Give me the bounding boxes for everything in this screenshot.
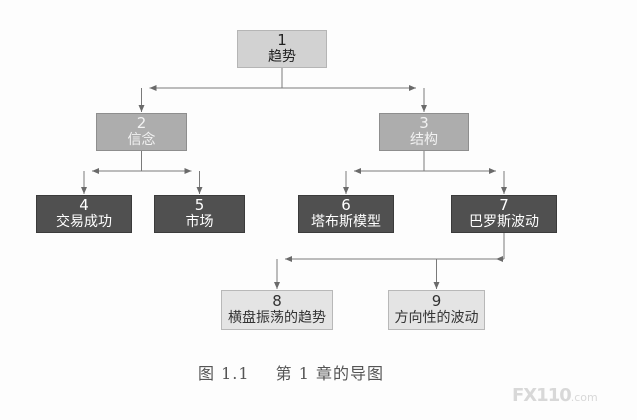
node-9: 9 方向性的波动: [388, 290, 485, 330]
node-3: 3 结构: [379, 113, 469, 151]
node-1-label: 趋势: [268, 49, 296, 65]
node-4-label: 交易成功: [56, 214, 112, 230]
node-2-number: 2: [136, 114, 147, 132]
watermark: FX110.com: [512, 385, 598, 406]
node-3-label: 结构: [410, 132, 438, 148]
node-5: 5 市场: [154, 195, 245, 233]
node-4: 4 交易成功: [36, 195, 132, 233]
node-1-number: 1: [277, 31, 287, 49]
node-5-number: 5: [194, 196, 205, 214]
node-6-number: 6: [341, 196, 351, 214]
node-5-label: 市场: [185, 214, 214, 230]
node-6: 6 塔布斯模型: [298, 195, 394, 233]
node-8: 8 横盘振荡的趋势: [221, 290, 333, 330]
node-2-label: 信念: [127, 132, 156, 148]
node-8-label: 横盘振荡的趋势: [228, 310, 326, 326]
node-7-number: 7: [499, 196, 509, 214]
figure-number: 图 1.1: [198, 364, 250, 383]
node-6-label: 塔布斯模型: [311, 214, 381, 230]
node-8-number: 8: [272, 292, 282, 310]
node-9-label: 方向性的波动: [394, 310, 479, 326]
watermark-logo: FX110: [512, 385, 572, 406]
node-4-number: 4: [79, 196, 89, 214]
node-7-label: 巴罗斯波动: [469, 214, 539, 230]
node-2: 2 信念: [96, 113, 187, 151]
node-7: 7 巴罗斯波动: [451, 195, 557, 233]
node-9-number: 9: [431, 292, 442, 310]
figure-caption: 图 1.1 第 1 章的导图: [198, 360, 384, 384]
node-3-number: 3: [419, 114, 429, 132]
figure-caption-text: 第 1 章的导图: [275, 364, 384, 383]
watermark-domain: .com: [570, 391, 598, 404]
node-1: 1 趋势: [237, 30, 327, 68]
